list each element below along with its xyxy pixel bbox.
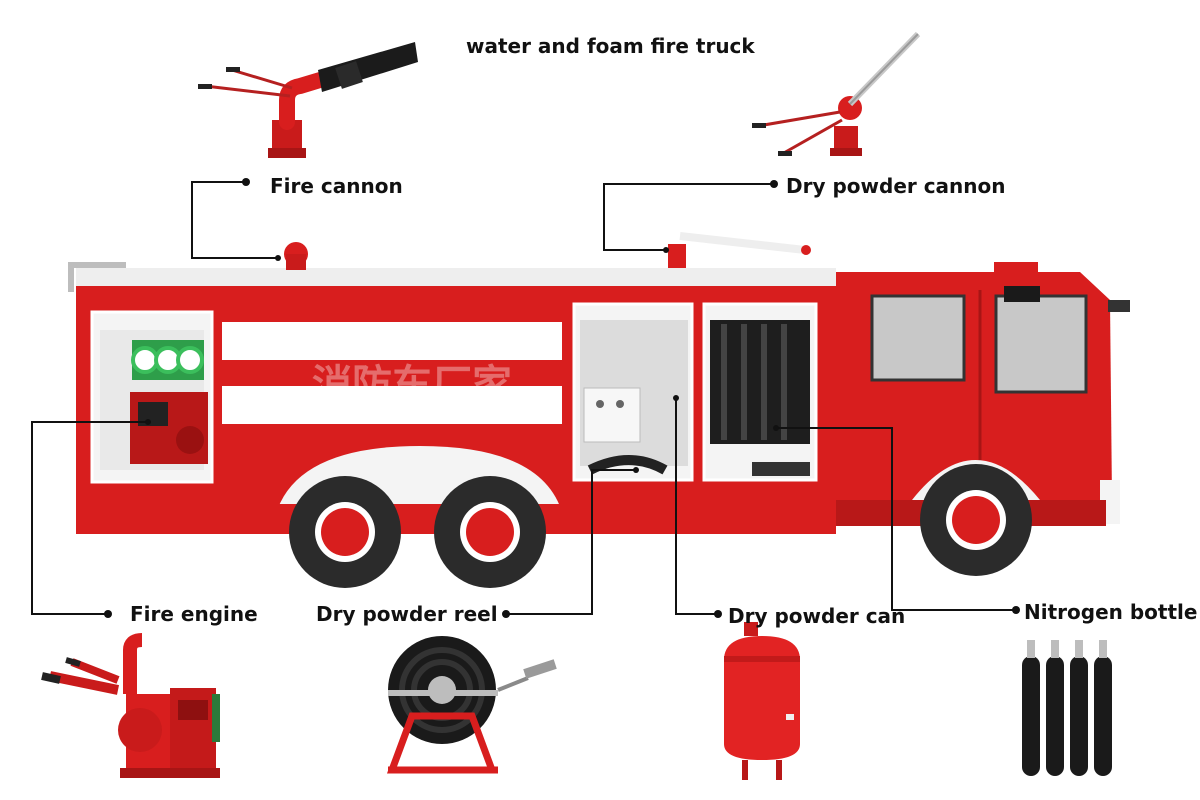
label-dry-powder-cannon: Dry powder cannon	[786, 174, 1006, 198]
label-fire-cannon: Fire cannon	[270, 174, 403, 198]
leader-dry-powder-reel	[506, 469, 636, 615]
dry-powder-cannon-icon	[752, 31, 921, 156]
nitrogen-bottle-3	[1070, 640, 1088, 776]
leader-dry-powder-cannon	[603, 183, 774, 251]
wheel-front	[920, 464, 1032, 576]
nitrogen-bottle-1	[1022, 640, 1040, 776]
label-dry-powder-can: Dry powder can	[728, 604, 906, 628]
leader-nitrogen-bottle	[776, 427, 1016, 611]
diagram-title: water and foam fire truck	[466, 34, 755, 58]
wheel-rear-1	[289, 476, 401, 588]
leader-fire-cannon	[191, 181, 278, 259]
fire-truck-illustration: 消防车厂家	[68, 232, 1130, 588]
fire-cannon-icon	[198, 42, 418, 158]
leader-dry-powder-can	[675, 398, 718, 615]
fire-engine-pump-icon	[41, 633, 220, 778]
label-nitrogen-bottle: Nitrogen bottle	[1024, 600, 1198, 624]
leader-fire-engine	[31, 421, 148, 615]
wheel-rear-2	[434, 476, 546, 588]
watermark: 消防车厂家	[312, 362, 512, 408]
hose-reel-icon	[386, 636, 557, 774]
powder-can-icon	[724, 622, 800, 780]
label-dry-powder-reel: Dry powder reel	[316, 602, 498, 626]
nitrogen-bottle-icon	[1022, 640, 1112, 776]
leader-dots	[104, 178, 1020, 618]
nitrogen-bottle-2	[1046, 640, 1064, 776]
fire-engine-compartment-pump	[130, 340, 208, 464]
label-fire-engine: Fire engine	[130, 602, 258, 626]
leader-lines	[31, 181, 1016, 615]
nitrogen-bottle-4	[1094, 640, 1112, 776]
